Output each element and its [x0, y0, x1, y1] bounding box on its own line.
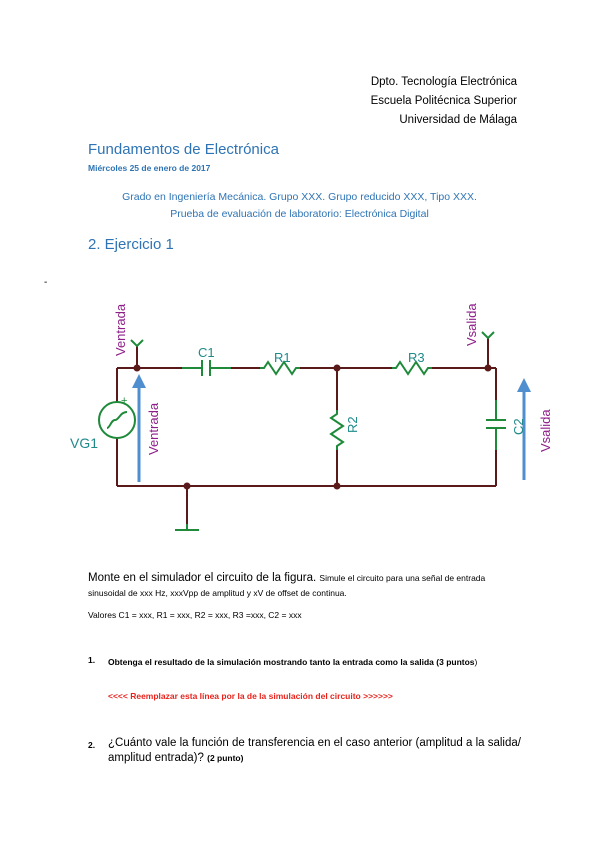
c2-label: C2 — [511, 418, 526, 435]
resistor-r2 — [329, 410, 345, 450]
exercise-title: 2. Ejercicio 1 — [88, 236, 174, 253]
circuit-diagram: C1 R1 R3 VG1 + R2 C2 Ventrada Ventrada V… — [70, 303, 553, 531]
school-name: Escuela Politécnica Superior — [370, 95, 517, 107]
question-1-body: Obtenga el resultado de la simulación mo… — [108, 657, 440, 667]
resistor-r3 — [392, 360, 432, 376]
capacitor-c1 — [182, 360, 231, 376]
instructions-small: Simule el circuito para una señal de ent… — [88, 573, 486, 598]
simulation-placeholder: <<<< Reemplazar esta línea por la de la … — [108, 691, 393, 701]
junction-dot — [133, 364, 141, 372]
question-1-points: 3 puntos — [439, 657, 475, 667]
course-title: Fundamentos de Electrónica — [88, 141, 279, 158]
c1-label: C1 — [198, 345, 215, 360]
r3-label: R3 — [408, 350, 425, 365]
question-2-text: ¿Cuánto vale la función de transferencia… — [108, 736, 528, 766]
source-label: VG1 — [70, 435, 98, 451]
course-line-1: Grado en Ingeniería Mecánica. Grupo XXX.… — [122, 191, 477, 203]
ground-symbol — [175, 524, 199, 531]
output-voltage-arrow — [517, 378, 531, 480]
junction-dot — [484, 364, 492, 372]
question-2-body: ¿Cuánto vale la función de transferencia… — [108, 737, 521, 764]
vin-probe-label: Ventrada — [113, 303, 128, 356]
source-plus-label: + — [121, 395, 127, 407]
vout-arrow-label: Vsalida — [538, 409, 553, 452]
bullet-mark: - — [44, 277, 48, 288]
question-1-close: ) — [474, 657, 478, 667]
r2-label: R2 — [345, 416, 360, 433]
r1-label: R1 — [274, 350, 291, 365]
vout-probe-label: Vsalida — [464, 303, 479, 346]
vin-arrow-label: Ventrada — [146, 402, 161, 455]
resistor-r1 — [260, 360, 300, 376]
input-probe-icon — [130, 339, 144, 348]
course-line-2: Prueba de evaluación de laboratorio: Ele… — [170, 208, 429, 220]
output-probe-icon — [481, 331, 495, 340]
capacitor-c2 — [486, 400, 506, 450]
department-name: Dpto. Tecnología Electrónica — [370, 76, 517, 88]
question-2-points: (2 punto) — [207, 753, 244, 763]
input-voltage-arrow — [132, 374, 146, 482]
university-name: Universidad de Málaga — [399, 114, 517, 126]
junction-dot — [333, 482, 341, 490]
junction-dot — [333, 364, 341, 372]
instructions-large: Monte en el simulador el circuito de la … — [88, 572, 317, 584]
instructions-paragraph: Monte en el simulador el circuito de la … — [88, 571, 518, 601]
question-2-number: 2. — [88, 740, 96, 750]
component-values: Valores C1 = xxx, R1 = xxx, R2 = xxx, R3… — [88, 610, 302, 620]
question-1-text: Obtenga el resultado de la simulación mo… — [108, 655, 508, 670]
junction-dot — [183, 482, 191, 490]
ac-source-icon — [98, 401, 136, 439]
exam-date: Miércoles 25 de enero de 2017 — [88, 163, 211, 173]
question-1-number: 1. — [88, 655, 96, 665]
